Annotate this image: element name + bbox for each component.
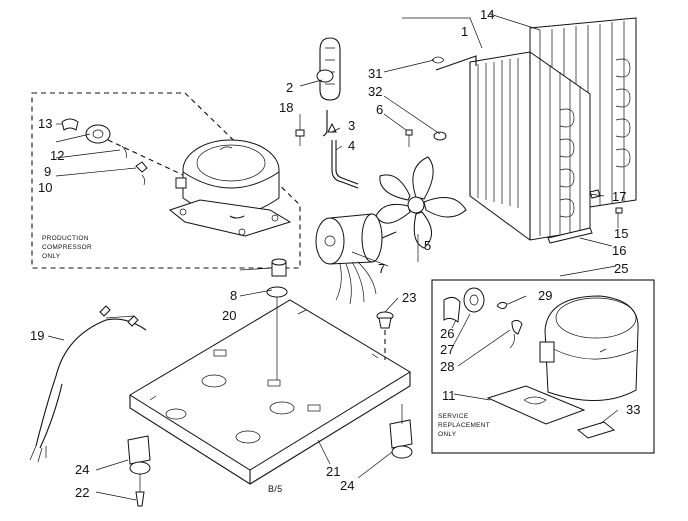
caster-right xyxy=(389,404,413,459)
callout-6: 6 xyxy=(376,102,383,117)
grommet-23 xyxy=(376,311,394,360)
coil-tube-1 xyxy=(431,55,477,71)
service-replacement-box xyxy=(431,279,655,454)
grommet-32 xyxy=(433,131,447,141)
callout-17: 17 xyxy=(612,189,626,204)
callout-31: 31 xyxy=(368,66,382,81)
fan-blade xyxy=(375,156,467,249)
service-note-line3: ONLY xyxy=(438,431,457,438)
service-baseplate xyxy=(486,385,586,425)
callout-25: 25 xyxy=(614,261,628,276)
fan-screw-6 xyxy=(405,129,413,147)
callout-2: 2 xyxy=(286,80,293,95)
callout-20: 20 xyxy=(222,308,236,323)
production-compressor-box xyxy=(31,92,301,269)
callout-5: 5 xyxy=(424,238,431,253)
callout-18: 18 xyxy=(279,100,293,115)
rod-16 xyxy=(547,227,593,244)
callout-8: 8 xyxy=(230,288,237,303)
service-note: SERVICE REPLACEMENT ONLY xyxy=(438,413,490,438)
callout-27: 27 xyxy=(440,342,454,357)
callout-15: 15 xyxy=(614,226,628,241)
callout-21: 21 xyxy=(326,464,340,479)
callout-23: 23 xyxy=(402,290,416,305)
callout-13: 13 xyxy=(38,116,52,131)
production-note-line1: PRODUCTION xyxy=(42,235,89,242)
tube-4 xyxy=(331,140,359,189)
production-note: PRODUCTION COMPRESSOR ONLY xyxy=(42,235,92,260)
callout-26: 26 xyxy=(440,326,454,341)
callout-19: 19 xyxy=(30,328,44,343)
callout-7: 7 xyxy=(378,261,385,276)
service-terminal-parts xyxy=(443,287,523,349)
production-note-line2: COMPRESSOR xyxy=(42,244,92,251)
caster-left xyxy=(127,435,151,507)
callout-22: 22 xyxy=(75,485,89,500)
callout-9: 9 xyxy=(44,164,51,179)
callout-14: 14 xyxy=(480,7,494,22)
screw-18 xyxy=(295,129,305,146)
screw-15 xyxy=(615,207,623,214)
callout-33: 33 xyxy=(626,402,640,417)
callout-11: 11 xyxy=(442,388,456,403)
base-pan xyxy=(129,299,411,485)
grommet-20 xyxy=(266,286,288,380)
leader-lines xyxy=(47,13,619,501)
callout-16: 16 xyxy=(612,243,626,258)
production-note-line3: ONLY xyxy=(42,253,61,260)
production-compressor xyxy=(168,139,292,237)
service-note-line2: REPLACEMENT xyxy=(438,422,490,429)
fan-motor xyxy=(315,213,397,305)
callout-1: 1 xyxy=(461,24,468,39)
callout-12: 12 xyxy=(50,148,64,163)
power-cord xyxy=(29,305,147,463)
service-bracket-33 xyxy=(576,421,616,439)
callout-24-right: 24 xyxy=(340,478,354,493)
callout-labels: 14 1 2 18 3 4 31 32 6 12 13 9 10 17 15 1… xyxy=(30,7,640,500)
footer-code: B/5 xyxy=(268,484,282,494)
terminal-cover-group xyxy=(61,118,184,186)
callout-29: 29 xyxy=(538,288,552,303)
callout-3: 3 xyxy=(348,118,355,133)
service-note-line1: SERVICE xyxy=(438,413,469,420)
callout-28: 28 xyxy=(440,359,454,374)
callout-4: 4 xyxy=(348,138,355,153)
callout-32: 32 xyxy=(368,84,382,99)
thermostat-bulb-holder xyxy=(316,37,341,137)
service-compressor xyxy=(539,295,639,401)
bracket-17 xyxy=(589,189,601,199)
callout-24-left: 24 xyxy=(75,462,89,477)
mount-8 xyxy=(271,258,287,277)
callout-10: 10 xyxy=(38,180,52,195)
